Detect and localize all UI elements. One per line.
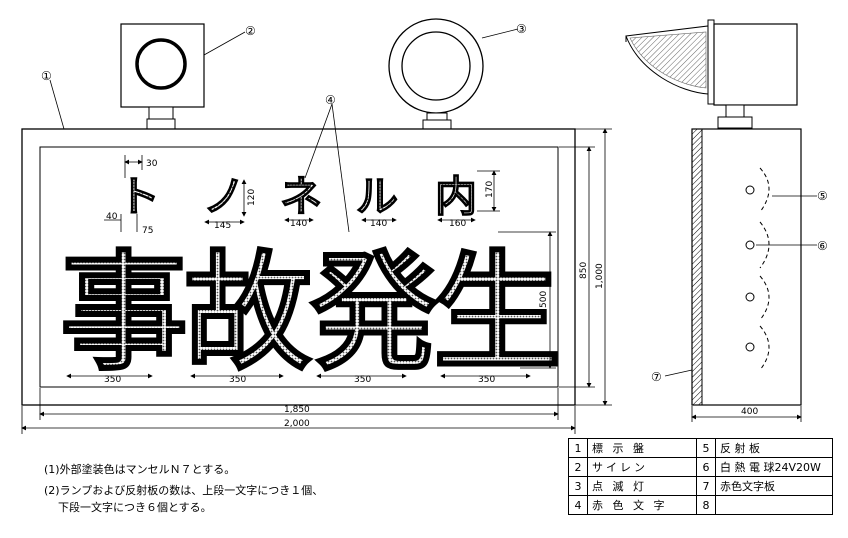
part-number: 8 (696, 495, 716, 515)
part-number: 7 (696, 476, 716, 496)
note-3: 下段一文字につき６個とする。 (58, 501, 212, 514)
part-number: 3 (568, 476, 588, 496)
dim-500: 500 (539, 291, 549, 308)
inner-frame (39, 146, 559, 388)
part-number: 4 (568, 495, 588, 515)
front-dimension-labels: 30 40 75 145 120 140 140 160 170 500 350… (104, 159, 605, 429)
dim-850: 850 (579, 262, 589, 279)
dim-145: 145 (214, 221, 231, 231)
side-view: 400 (625, 19, 802, 422)
dim-2000: 2,000 (284, 419, 310, 429)
note-1: (1)外部塗装色はマンセルＮ７とする。 (44, 463, 236, 476)
lower-char: 事 (60, 239, 188, 388)
dim-350: 350 (104, 375, 121, 385)
part-number: 1 (568, 438, 588, 458)
callout-6: ⑥ (817, 239, 828, 253)
part-name: 標 示 盤 (587, 438, 697, 458)
part-name (715, 495, 833, 515)
dim-350: 350 (354, 375, 371, 385)
lower-char: 発 (310, 239, 439, 388)
callout-1: ① (41, 69, 52, 83)
dim-1000: 1,000 (595, 263, 605, 289)
callout-labels: ① ② ③ ④ ⑤ ⑥ ⑦ (41, 22, 828, 384)
part-name: 点 滅 灯 (587, 476, 697, 496)
upper-char: ト (118, 172, 160, 221)
callout-5: ⑤ (817, 189, 828, 203)
dim-140: 140 (370, 219, 387, 229)
dim-160: 160 (449, 219, 466, 229)
part-number: 5 (696, 438, 716, 458)
leaders (49, 28, 817, 377)
upper-text: ト ノ ネ ル 内 (117, 171, 477, 221)
part-name: サイレン (587, 457, 697, 477)
lower-char: 故 (184, 239, 312, 388)
part-name: 赤 色 文 字 (587, 495, 697, 515)
lower-char: 生 (433, 239, 561, 388)
dim-170: 170 (485, 181, 495, 198)
dim-350: 350 (229, 375, 246, 385)
upper-char: 内 (435, 172, 477, 221)
flashing-lamp (388, 18, 484, 130)
dim-40: 40 (106, 212, 118, 222)
upper-char: ネ (280, 172, 322, 221)
siren (120, 23, 205, 130)
part-name: 白 熱 電 球24V20W (715, 457, 833, 477)
dim-75: 75 (142, 226, 153, 236)
dim-140: 140 (290, 219, 307, 229)
callout-4: ④ (325, 93, 336, 107)
upper-char: ル (356, 172, 398, 221)
dim-120: 120 (247, 189, 257, 206)
dim-400: 400 (741, 407, 758, 417)
dim-350: 350 (478, 375, 495, 385)
dim-1850: 1,850 (284, 405, 310, 415)
upper-char: ノ (203, 172, 245, 221)
front-dimensions (21, 128, 612, 434)
lower-text: 事 故 発 生 (59, 238, 562, 389)
lamp-column (745, 167, 770, 371)
note-2: (2)ランプおよび反射板の数は、上段一文字につき１個、 (44, 484, 324, 497)
dim-30: 30 (146, 159, 158, 169)
part-name: 反 射 板 (715, 438, 833, 458)
callout-7: ⑦ (651, 370, 662, 384)
part-number: 6 (696, 457, 716, 477)
sign-panel (21, 128, 576, 406)
part-name: 赤色文字板 (715, 476, 833, 496)
callout-2: ② (245, 24, 256, 38)
callout-3: ③ (516, 22, 527, 36)
part-number: 2 (568, 457, 588, 477)
